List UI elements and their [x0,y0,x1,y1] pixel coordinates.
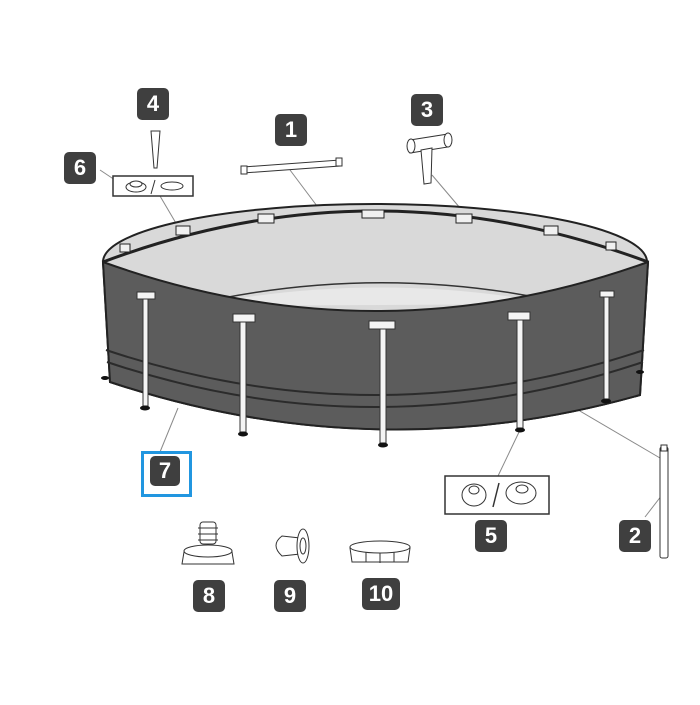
part-badge-1[interactable]: 1 [275,114,307,146]
part-badge-8[interactable]: 8 [193,580,225,612]
selected-part-highlight [141,451,192,497]
part-8-valve-icon [181,521,235,565]
part-1-beam-icon [240,157,343,175]
part-4-pin-icon [150,130,161,169]
part-badge-5[interactable]: 5 [475,520,507,552]
part-9-plug-icon [275,528,310,564]
part-badge-3[interactable]: 3 [411,94,443,126]
part-3-t-joint-icon [406,132,453,185]
pool-body [101,203,650,431]
part-5-foot-box [444,475,550,515]
part-6-cap-box [112,175,194,197]
part-badge-9[interactable]: 9 [274,580,306,612]
part-10-nut-icon [349,540,411,563]
part-2-pole-icon [659,444,669,559]
top-clips [119,209,617,253]
part-badge-4[interactable]: 4 [137,88,169,120]
part-badge-10[interactable]: 10 [362,578,400,610]
part-badge-2[interactable]: 2 [619,520,651,552]
part-badge-7[interactable]: 7 [150,456,180,486]
part-badge-6[interactable]: 6 [64,152,96,184]
leg-feet [101,370,644,448]
